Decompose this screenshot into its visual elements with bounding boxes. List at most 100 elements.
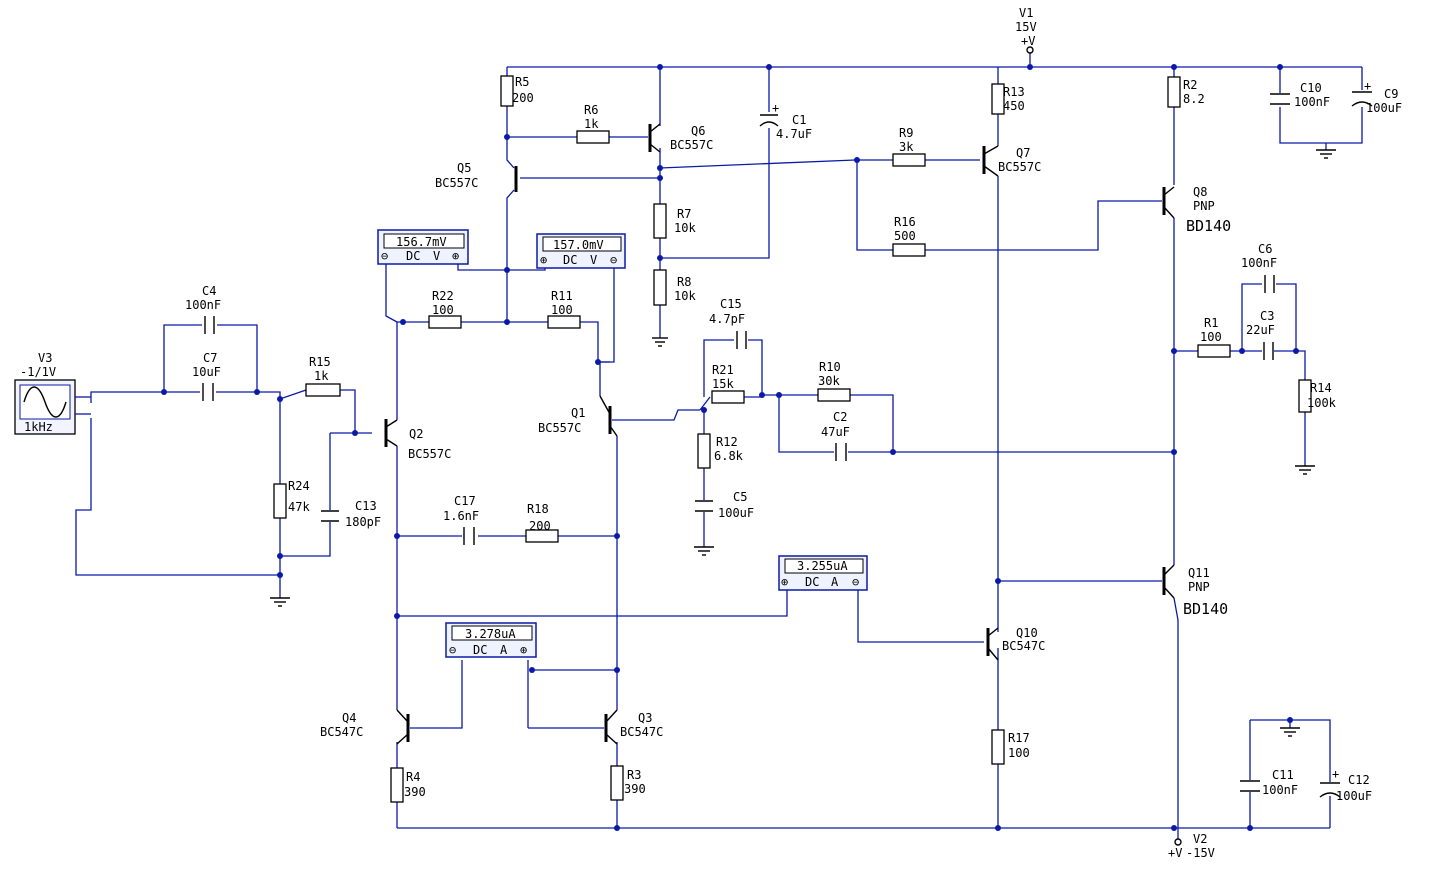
c12-value: 100uF <box>1336 789 1372 803</box>
q3-model: BC547C <box>620 725 663 739</box>
ground-icon <box>694 546 714 556</box>
r10-name: R10 <box>819 360 841 374</box>
q8-type: PNP <box>1193 199 1215 213</box>
c3-value: 22uF <box>1246 323 1275 337</box>
ground-icon <box>1280 727 1300 737</box>
meter-m2-reading: 157.0mV <box>553 238 604 252</box>
q8-model: BD140 <box>1186 217 1231 235</box>
r5-name: R5 <box>515 75 529 89</box>
r18-name: R18 <box>527 502 549 516</box>
c15-value: 4.7pF <box>709 312 745 326</box>
r18-value: 200 <box>529 519 551 533</box>
c1-value: 4.7uF <box>776 127 812 141</box>
r1-value: 100 <box>1200 330 1222 344</box>
q11-type: PNP <box>1188 580 1210 594</box>
r14-name: R14 <box>1310 381 1332 395</box>
v1-pin: +V <box>1021 34 1035 48</box>
ground-icon <box>1316 149 1336 159</box>
r15-value: 1k <box>314 369 329 383</box>
wires <box>75 50 1363 840</box>
meter-m3-plus-icon: ⊕ <box>781 575 788 589</box>
q5-name: Q5 <box>457 161 471 175</box>
meter-m2-mode: DC <box>563 253 577 267</box>
r22-name: R22 <box>432 289 454 303</box>
q10-model: BC547C <box>1002 639 1045 653</box>
meter-m3-mode: DC <box>805 575 819 589</box>
v1-name: V1 <box>1019 6 1033 20</box>
q4-model: BC547C <box>320 725 363 739</box>
c6-name: C6 <box>1258 242 1272 256</box>
r13-name: R13 <box>1003 85 1025 99</box>
c2-name: C2 <box>833 410 847 424</box>
q4-name: Q4 <box>342 711 356 725</box>
meter-m1 <box>377 229 469 265</box>
meter-m2-unit: V <box>590 253 597 267</box>
meter-m4 <box>445 622 537 658</box>
meter-m4-unit: A <box>500 643 508 657</box>
q6-model: BC557C <box>670 138 713 152</box>
r13-value: 450 <box>1003 99 1025 113</box>
r3-value: 390 <box>624 782 646 796</box>
r22-value: 100 <box>432 303 454 317</box>
q5-model: BC557C <box>435 176 478 190</box>
source-v3 <box>14 379 91 435</box>
r5-value: 200 <box>512 91 534 105</box>
supply-terminals <box>1026 46 1182 846</box>
r21-name: R21 <box>712 363 734 377</box>
r7-name: R7 <box>677 207 691 221</box>
q7-model: BC557C <box>998 160 1041 174</box>
c11-value: 100nF <box>1262 783 1298 797</box>
r15-name: R15 <box>309 355 331 369</box>
transistor-symbols <box>384 123 1175 745</box>
r16-value: 500 <box>894 229 916 243</box>
ground-icon <box>652 337 668 347</box>
c17-name: C17 <box>454 494 476 508</box>
meter-m1-mode: DC <box>406 249 420 263</box>
r16-name: R16 <box>894 215 916 229</box>
meter-m1-plus-icon: ⊕ <box>452 249 459 263</box>
c9-name: C9 <box>1384 87 1398 101</box>
ground-icon <box>1295 465 1315 475</box>
q6-name: Q6 <box>691 124 705 138</box>
q2-name: Q2 <box>409 427 423 441</box>
r4-name: R4 <box>406 770 420 784</box>
c3-name: C3 <box>1260 309 1274 323</box>
c5-value: 100uF <box>718 506 754 520</box>
q7-name: Q7 <box>1016 146 1030 160</box>
r10-value: 30k <box>818 374 840 388</box>
meter-m1-minus-icon: ⊖ <box>381 249 388 263</box>
r9-value: 3k <box>899 140 914 154</box>
r17-name: R17 <box>1008 731 1030 745</box>
r6-name: R6 <box>584 103 598 117</box>
v1-value: 15V <box>1015 20 1037 34</box>
c4-value: 100nF <box>185 298 221 312</box>
meter-m1-unit: V <box>433 249 440 263</box>
r7-value: 10k <box>674 221 696 235</box>
r11-value: 100 <box>551 303 573 317</box>
r2-value: 8.2 <box>1183 92 1205 106</box>
meter-m2 <box>536 233 626 269</box>
meter-m3-minus-icon: ⊖ <box>852 575 859 589</box>
r6-value: 1k <box>584 117 599 131</box>
meter-m2-minus-icon: ⊖ <box>610 253 617 267</box>
c13-value: 180pF <box>345 515 381 529</box>
meter-m3-unit: A <box>831 575 839 589</box>
r4-value: 390 <box>404 785 426 799</box>
q11-name: Q11 <box>1188 566 1210 580</box>
svg-text:+: + <box>1332 767 1339 781</box>
q3-name: Q3 <box>638 711 652 725</box>
r3-name: R3 <box>627 768 641 782</box>
v3-freq: 1kHz <box>24 420 53 434</box>
c7-name: C7 <box>203 351 217 365</box>
r9-name: R9 <box>899 126 913 140</box>
q8-name: Q8 <box>1193 185 1207 199</box>
c13-name: C13 <box>355 499 377 513</box>
c12-name: C12 <box>1348 773 1370 787</box>
meter-m2-plus-icon: ⊕ <box>540 253 547 267</box>
q2-model: BC557C <box>408 447 451 461</box>
resistor-bodies <box>273 75 1312 803</box>
c15-name: C15 <box>720 297 742 311</box>
q11-model: BD140 <box>1183 600 1228 618</box>
c10-name: C10 <box>1300 81 1322 95</box>
q1-name: Q1 <box>571 406 585 420</box>
